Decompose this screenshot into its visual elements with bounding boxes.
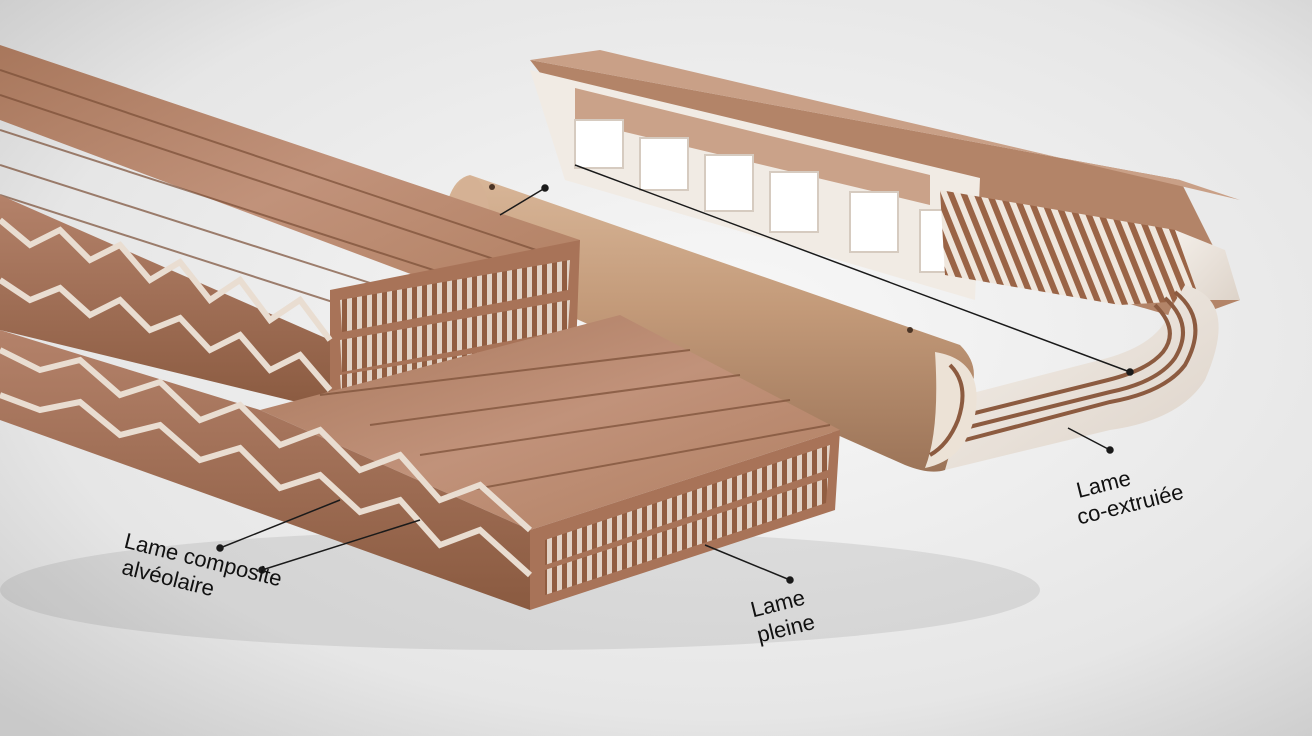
profile-cells bbox=[574, 119, 969, 273]
leader-alveolaire-2 bbox=[261, 519, 421, 571]
leader-tube bbox=[499, 187, 546, 216]
leader-profile bbox=[574, 164, 1131, 373]
leader-alveolaire-1 bbox=[219, 499, 341, 549]
leader-lines bbox=[216, 164, 1134, 584]
leader-pleine bbox=[704, 544, 791, 581]
leader-coextrudee bbox=[1067, 427, 1111, 451]
coextruded-profile-top bbox=[530, 50, 1240, 320]
lower-board-stack bbox=[0, 315, 840, 610]
coextruded-curve bbox=[938, 285, 1219, 470]
